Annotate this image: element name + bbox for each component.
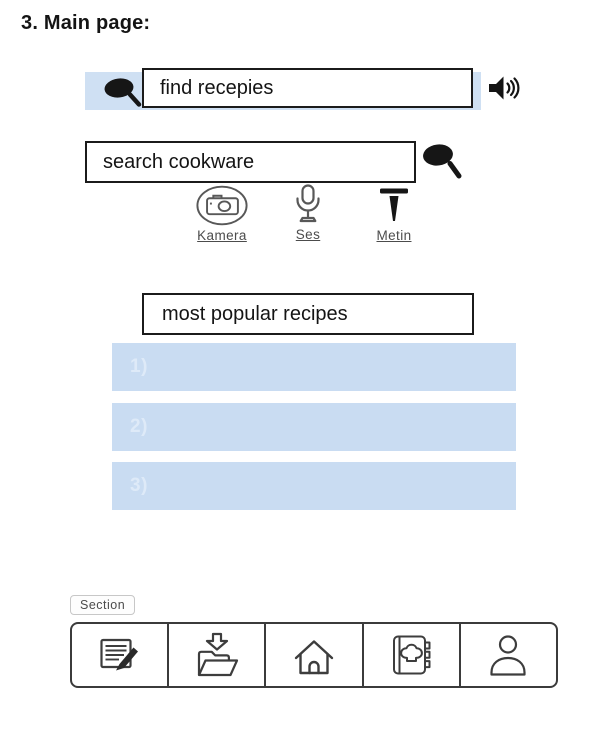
popular-recipe-item-3[interactable]: 3) bbox=[112, 462, 516, 510]
microphone-icon bbox=[296, 184, 320, 223]
nav-recipe-book-button[interactable] bbox=[364, 624, 461, 686]
bottom-nav-bar bbox=[70, 622, 558, 688]
section-annotation: Section bbox=[70, 595, 136, 615]
home-icon bbox=[294, 640, 334, 675]
camera-icon bbox=[196, 185, 248, 226]
search-cookware-input[interactable]: search cookware bbox=[85, 141, 416, 183]
page-title: 3. Main page: bbox=[21, 12, 151, 34]
popular-recipe-item-2[interactable]: 2) bbox=[112, 403, 516, 451]
speaker-icon[interactable] bbox=[487, 73, 523, 103]
search-icon[interactable] bbox=[101, 77, 145, 107]
recipe-item-label: 1) bbox=[130, 356, 148, 377]
voice-mode-label: Ses bbox=[295, 227, 321, 242]
popular-recipes-header: most popular recipes bbox=[142, 293, 474, 335]
nav-home-button[interactable] bbox=[266, 624, 364, 686]
pin-icon bbox=[380, 188, 408, 221]
person-icon bbox=[490, 635, 527, 676]
find-recipes-query: find recepies bbox=[160, 76, 274, 99]
camera-mode-label: Kamera bbox=[197, 228, 247, 243]
recipe-item-label: 3) bbox=[130, 475, 148, 496]
folder-download-icon bbox=[197, 632, 238, 677]
recipe-book-icon bbox=[393, 635, 431, 675]
text-mode-label: Metin bbox=[376, 228, 412, 243]
search-icon[interactable] bbox=[421, 142, 465, 182]
note-edit-icon bbox=[99, 638, 138, 671]
nav-profile-button[interactable] bbox=[461, 624, 556, 686]
voice-mode-button[interactable]: Ses bbox=[266, 183, 350, 242]
nav-write-note-button[interactable] bbox=[72, 624, 170, 686]
search-cookware-query: search cookware bbox=[103, 150, 255, 173]
recipe-item-label: 2) bbox=[130, 416, 148, 437]
popular-recipe-item-1[interactable]: 1) bbox=[112, 343, 516, 391]
text-mode-button[interactable]: Metin bbox=[352, 184, 436, 243]
camera-mode-button[interactable]: Kamera bbox=[180, 184, 264, 243]
find-recipes-input[interactable]: find recepies bbox=[142, 68, 473, 108]
nav-saved-downloads-button[interactable] bbox=[169, 624, 267, 686]
